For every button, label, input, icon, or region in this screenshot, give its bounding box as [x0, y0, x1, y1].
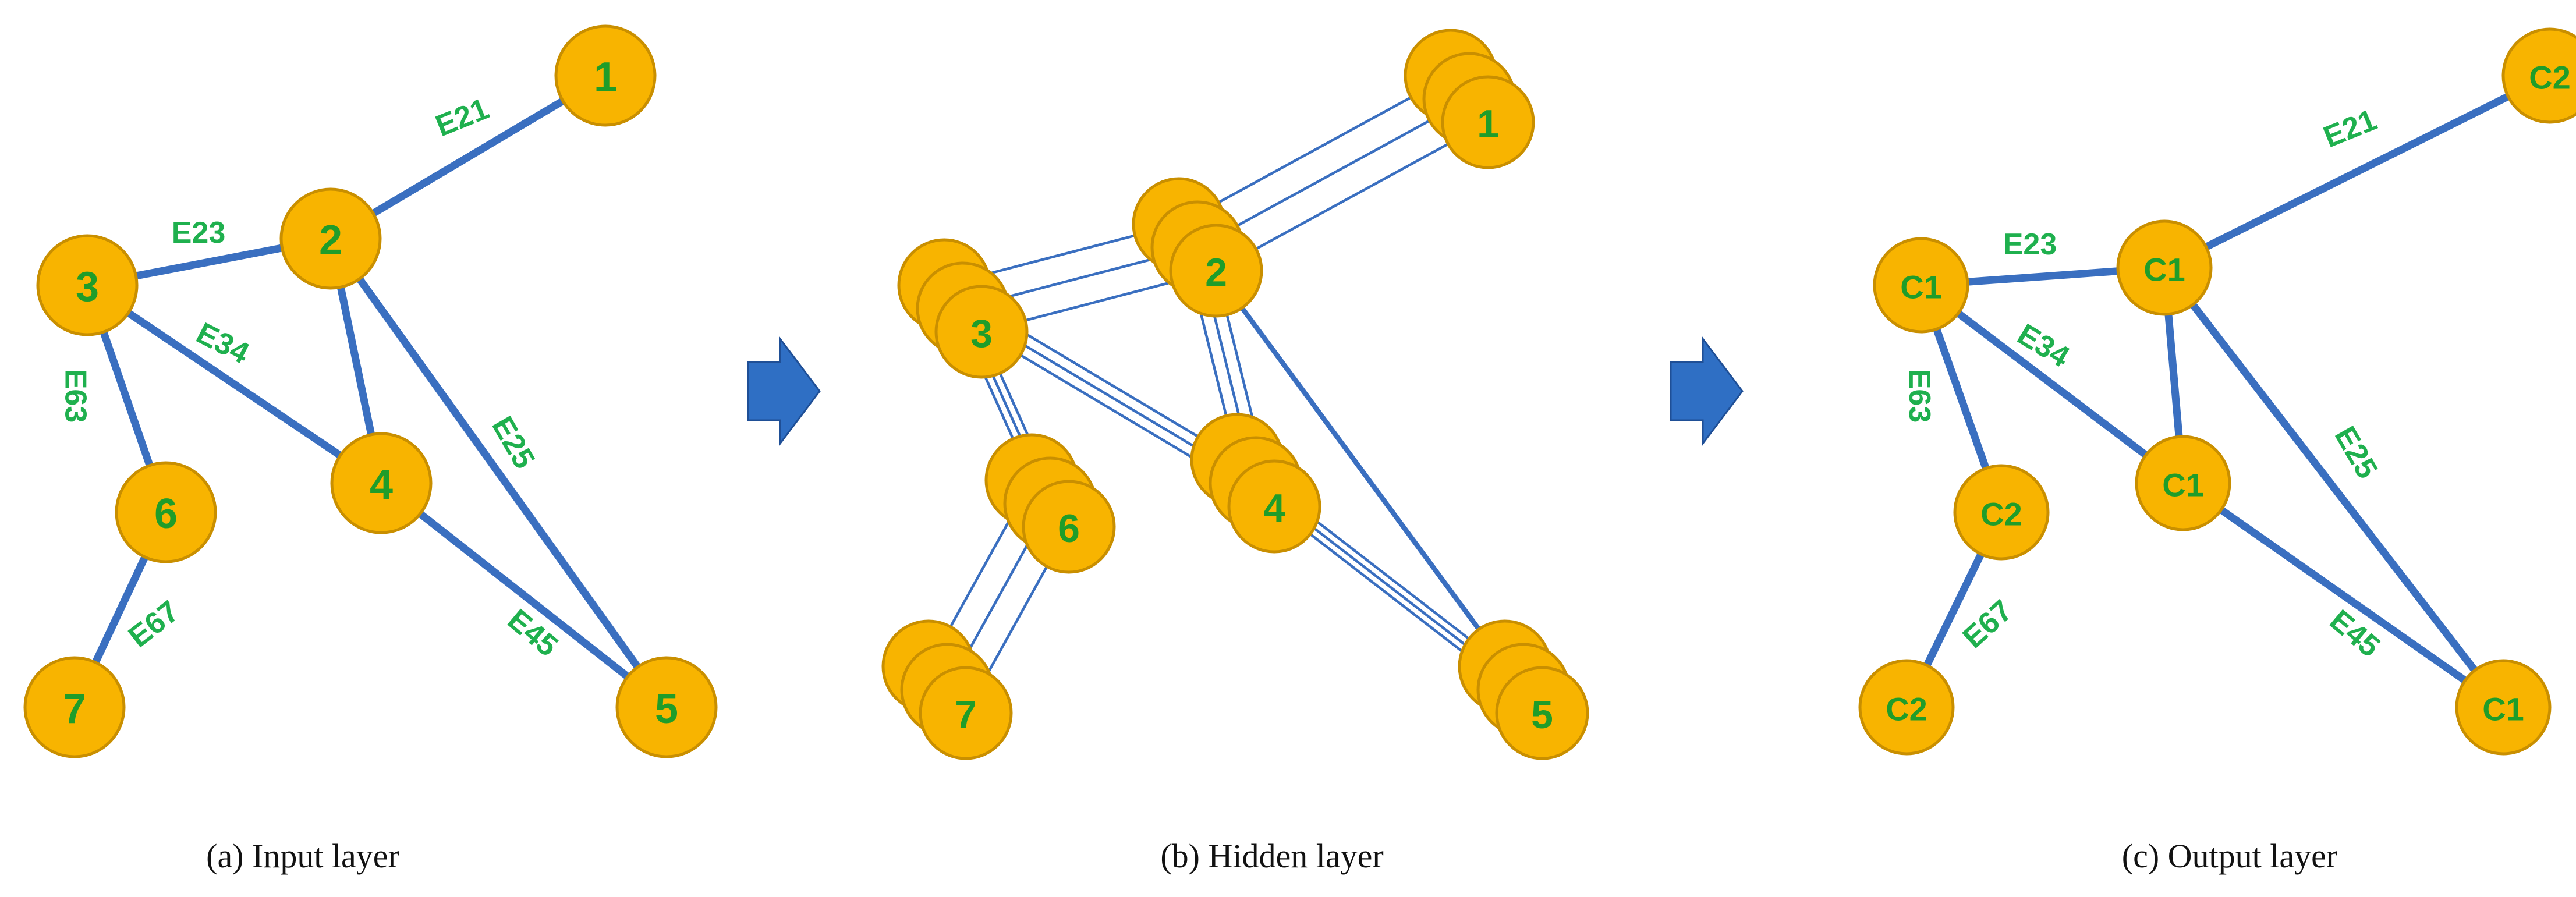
hidden-edge-1-2	[1196, 97, 1471, 249]
node-label: 2	[319, 217, 342, 264]
node-circle	[36, 234, 139, 336]
node-label: 4	[370, 462, 393, 508]
node-6: C2	[1953, 464, 2050, 561]
edge-label-e63: E63	[1902, 369, 1936, 423]
node-circle	[2501, 27, 2576, 124]
node-label: C2	[1980, 496, 2022, 533]
node-5: 5	[615, 656, 718, 758]
hidden-layer-panel: 111222333444555666777	[881, 29, 1589, 760]
edge-label-e23: E23	[2003, 228, 2057, 261]
node-label: C2	[2529, 59, 2571, 96]
node-4: C1	[2135, 435, 2231, 531]
node-circle	[115, 461, 217, 563]
node-circle	[2455, 659, 2552, 756]
caption-hidden-layer: (b) Hidden layer	[1160, 837, 1383, 875]
node-label: C2	[1886, 691, 1927, 728]
node-label: 5	[1531, 693, 1553, 737]
edge-label-e34: E34	[2011, 317, 2075, 374]
node-4: 4	[330, 432, 433, 534]
node-label: 3	[76, 264, 99, 310]
arrow-right-icon	[1670, 336, 1744, 446]
arrow-right-icon	[747, 336, 821, 446]
node-circle	[23, 656, 126, 758]
edge-label-e45: E45	[501, 603, 564, 664]
hidden-node-3: 3	[934, 285, 1029, 379]
node-label: 7	[955, 693, 977, 737]
node-label: 2	[1205, 250, 1227, 295]
hidden-edge-1-2	[1177, 74, 1452, 226]
edge-4-5	[2179, 479, 2507, 711]
node-label: 1	[1477, 102, 1499, 146]
node-label: 1	[594, 54, 617, 101]
node-3: C1	[1873, 237, 1969, 334]
caption-output-layer: (c) Output layer	[2122, 837, 2337, 875]
node-7: C2	[1858, 659, 1955, 756]
edge-label-e21: E21	[2319, 103, 2382, 154]
node-circle	[1227, 459, 1321, 554]
node-2: C1	[2116, 219, 2213, 316]
edge-2-5	[2160, 264, 2507, 711]
node-circle	[1169, 224, 1263, 318]
node-7: 7	[23, 656, 126, 758]
node-circle	[1495, 666, 1589, 760]
node-circle	[1858, 659, 1955, 756]
hidden-edge-1-2	[1214, 120, 1490, 272]
node-circle	[279, 187, 382, 290]
node-circle	[919, 666, 1013, 760]
edge-label-e67: E67	[122, 594, 186, 654]
node-1: C2	[2501, 27, 2576, 124]
node-5: C1	[2455, 659, 2552, 756]
edge-2-5	[327, 235, 671, 711]
edge-2-1	[327, 72, 610, 243]
node-label: C1	[1900, 269, 1942, 306]
edge-2-1	[2160, 72, 2554, 272]
edge-label-e63: E63	[59, 369, 93, 423]
node-circle	[1953, 464, 2050, 561]
node-label: 7	[63, 686, 86, 732]
node-circle	[615, 656, 718, 758]
node-circle	[2116, 219, 2213, 316]
edge-label-e45: E45	[2323, 604, 2386, 664]
edge-3-4	[1917, 281, 2187, 487]
hidden-node-2: 2	[1169, 224, 1263, 318]
node-circle	[554, 24, 657, 127]
hidden-node-5: 5	[1495, 666, 1589, 760]
hidden-node-7: 7	[919, 666, 1013, 760]
edge-label-e21: E21	[431, 92, 494, 143]
node-3: 3	[36, 234, 139, 336]
node-label: 3	[970, 311, 993, 356]
node-circle	[1022, 480, 1116, 574]
node-circle	[934, 285, 1029, 379]
edge-label-e25: E25	[2328, 421, 2384, 484]
node-label: C1	[2143, 251, 2185, 288]
node-circle	[330, 432, 433, 534]
node-label: 4	[1263, 486, 1285, 530]
edge-3-4	[83, 281, 385, 487]
node-2: 2	[279, 187, 382, 290]
edge-label-e23: E23	[172, 216, 226, 250]
edge-label-e67: E67	[1957, 594, 2019, 655]
hidden-node-6: 6	[1022, 480, 1116, 574]
node-6: 6	[115, 461, 217, 563]
node-label: C1	[2482, 691, 2524, 728]
node-1: 1	[554, 24, 657, 127]
node-circle	[2135, 435, 2231, 531]
node-label: 6	[1058, 506, 1080, 551]
caption-input-layer: (a) Input layer	[206, 837, 399, 875]
node-label: 5	[655, 686, 678, 732]
node-label: C1	[2162, 467, 2204, 504]
node-circle	[1873, 237, 1969, 334]
hidden-edges	[927, 74, 1544, 715]
hidden-node-4: 4	[1227, 459, 1321, 554]
node-circle	[1441, 75, 1535, 169]
edge-4-5	[377, 479, 671, 711]
node-label: 6	[154, 491, 178, 537]
hidden-node-1: 1	[1441, 75, 1535, 169]
